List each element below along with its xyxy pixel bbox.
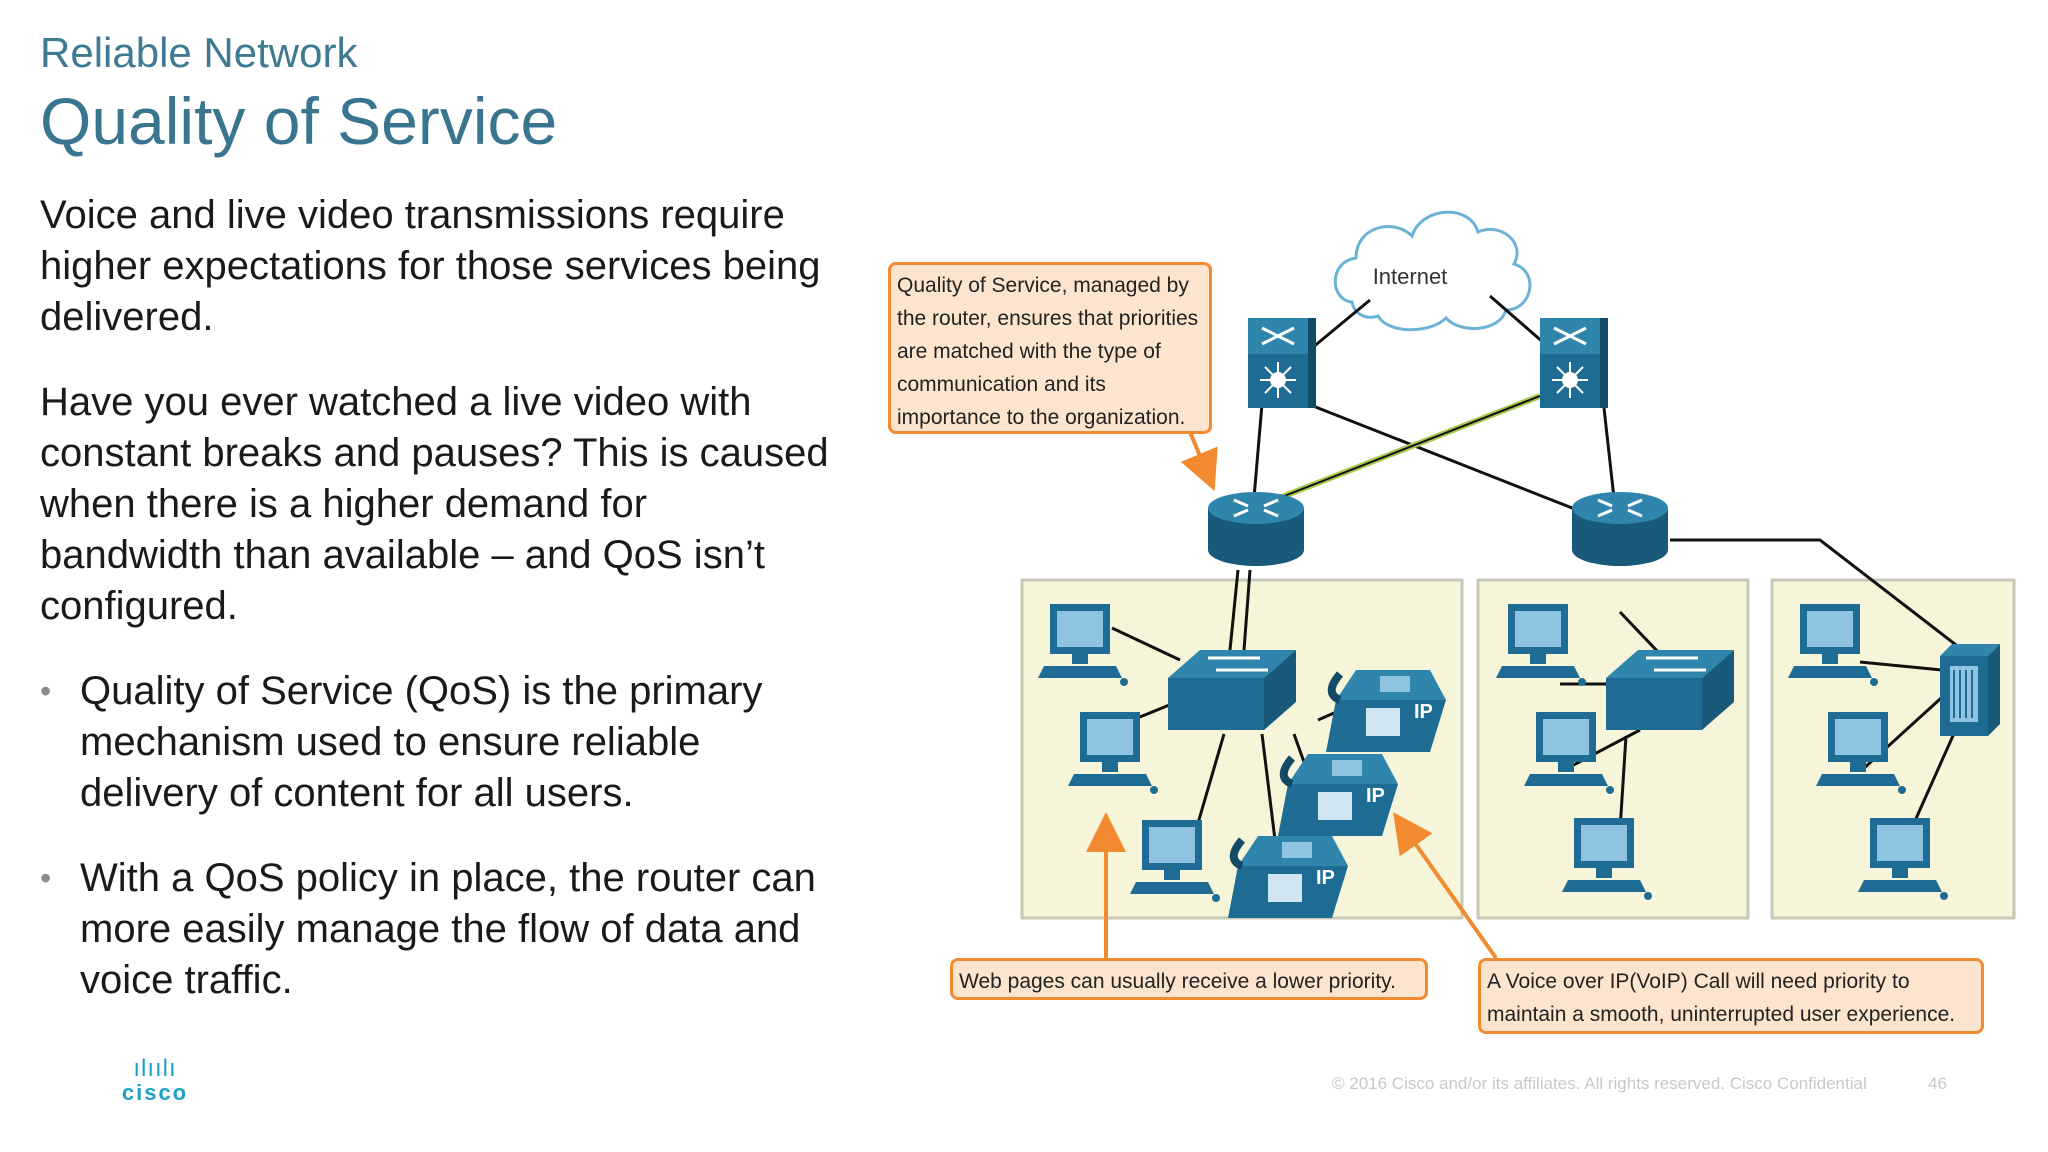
copyright-notice: © 2016 Cisco and/or its affiliates. All … [1332,1074,1867,1093]
multilayer-switch-right-icon [1538,316,1610,410]
ip-phone-label: IP [1414,701,1433,723]
callout-voip-priority: A Voice over IP(VoIP) Call will need pri… [1478,958,1984,1034]
slide-kicker: Reliable Network [40,29,358,76]
page-number: 46 [1928,1074,1947,1093]
cisco-logo-text: cisco [121,1080,189,1105]
paragraph-voice-video: Voice and live video transmissions requi… [40,193,821,339]
cisco-bars-icon: ılıılı [133,1055,177,1082]
bullet-text: With a QoS policy in place, the router c… [80,856,816,1002]
voip-arrow [1393,812,1498,960]
qos-arrow [1180,431,1218,492]
ip-phone-label: IP [1366,785,1385,807]
internet-label: Internet [1372,264,1448,289]
bullet-qos-policy: • With a QoS policy in place, the router… [40,853,840,1006]
ip-phone-label: IP [1316,867,1335,889]
server-icon [1939,643,2001,737]
switch-left-icon [1166,648,1298,732]
bullet-text: Quality of Service (QoS) is the primary … [80,669,763,815]
slide-body: Voice and live video transmissions requi… [40,190,840,1040]
slide-title: Quality of Service [40,84,558,158]
callout-web-priority: Web pages can usually receive a lower pr… [950,958,1428,1000]
bullet-dot-icon: • [40,673,52,709]
bullet-qos-mechanism: • Quality of Service (QoS) is the primar… [40,666,840,819]
multilayer-switch-left-icon [1246,316,1318,410]
router-left-icon [1206,490,1306,568]
internet-cloud-icon [1333,210,1532,332]
bullet-list: • Quality of Service (QoS) is the primar… [40,666,840,1006]
cisco-logo: ılıılı cisco [110,1055,200,1106]
router-right-icon [1570,490,1670,568]
paragraph-live-video-breaks: Have you ever watched a live video with … [40,380,829,628]
callout-qos: Quality of Service, managed by the route… [888,262,1212,434]
bullet-dot-icon: • [40,860,52,896]
switch-middle-icon [1604,648,1736,732]
